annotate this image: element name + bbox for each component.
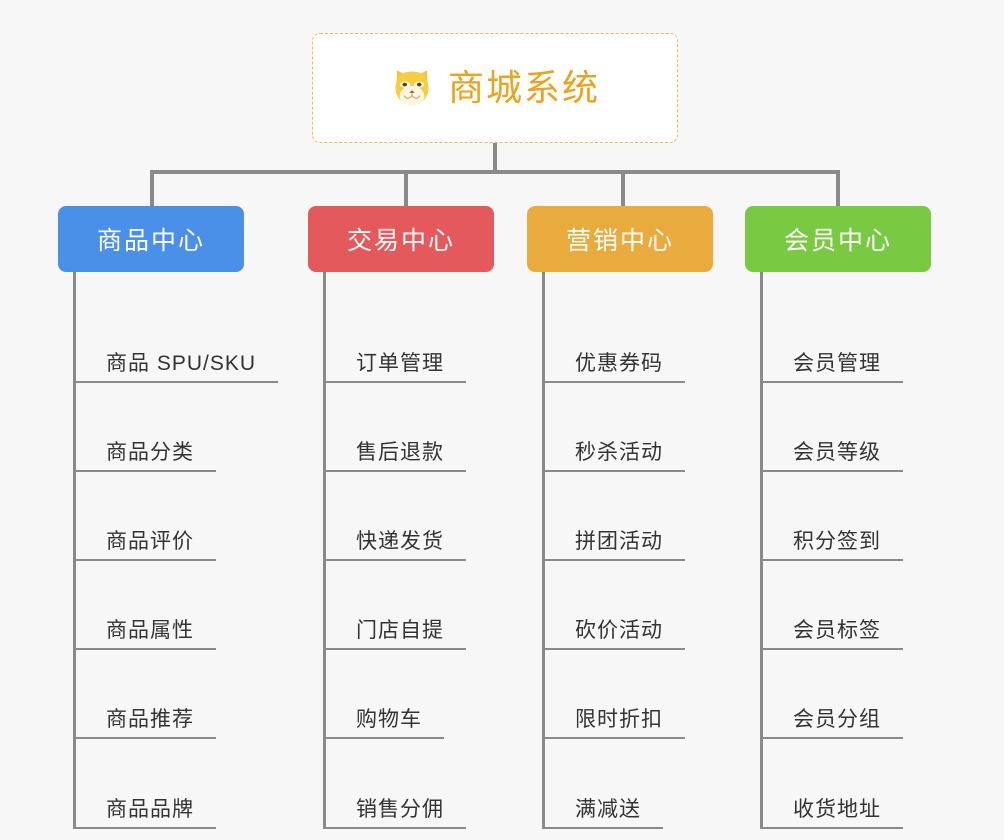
- list-item-label: 限时折扣: [545, 708, 685, 739]
- list-item-label: 销售分佣: [326, 798, 466, 829]
- list-item[interactable]: 拼团活动: [542, 472, 685, 561]
- list-item-label: 拼团活动: [545, 530, 685, 561]
- list-item-label: 商品分类: [76, 441, 216, 472]
- branch-column-product: 商品中心 商品 SPU/SKU 商品分类 商品评价 商品属性 商品推荐 商品品牌: [58, 206, 298, 829]
- connector-stub: [760, 272, 763, 294]
- category-header-trade[interactable]: 交易中心: [308, 206, 494, 272]
- branch-column-marketing: 营销中心 优惠券码 秒杀活动 拼团活动 砍价活动 限时折扣 满减送: [527, 206, 767, 829]
- category-header-marketing[interactable]: 营销中心: [527, 206, 713, 272]
- dog-face-icon: [395, 70, 429, 106]
- connector-drop-1: [150, 170, 154, 206]
- connector-stub: [323, 272, 326, 294]
- connector-stub: [542, 272, 545, 294]
- list-item[interactable]: 砍价活动: [542, 561, 685, 650]
- list-item[interactable]: 会员等级: [760, 383, 903, 472]
- list-item[interactable]: 门店自提: [323, 561, 466, 650]
- list-item[interactable]: 秒杀活动: [542, 383, 685, 472]
- category-header-product[interactable]: 商品中心: [58, 206, 244, 272]
- item-list-member: 会员管理 会员等级 积分签到 会员标签 会员分组 收货地址: [760, 294, 903, 829]
- item-list-trade: 订单管理 售后退款 快递发货 门店自提 购物车 销售分佣: [323, 294, 466, 829]
- connector-horizontal-bus: [150, 170, 840, 174]
- list-item[interactable]: 售后退款: [323, 383, 466, 472]
- connector-root-stem: [493, 143, 497, 172]
- branch-column-member: 会员中心 会员管理 会员等级 积分签到 会员标签 会员分组 收货地址: [745, 206, 985, 829]
- list-item-label: 商品推荐: [76, 708, 216, 739]
- list-item[interactable]: 订单管理: [323, 294, 466, 383]
- list-item[interactable]: 积分签到: [760, 472, 903, 561]
- item-list-product: 商品 SPU/SKU 商品分类 商品评价 商品属性 商品推荐 商品品牌: [73, 294, 279, 829]
- list-item-label: 商品品牌: [76, 798, 216, 829]
- category-header-label: 营销中心: [565, 227, 674, 255]
- list-item-label: 会员管理: [763, 352, 903, 383]
- connector-drop-3: [621, 170, 625, 206]
- list-item[interactable]: 会员管理: [760, 294, 903, 383]
- list-item[interactable]: 销售分佣: [323, 739, 466, 829]
- list-item[interactable]: 优惠券码: [542, 294, 685, 383]
- list-item-label: 门店自提: [326, 619, 466, 650]
- list-item[interactable]: 满减送: [542, 739, 685, 829]
- list-item-label: 商品评价: [76, 530, 216, 561]
- list-item-label: 订单管理: [326, 352, 466, 383]
- root-title: 商城系统: [447, 67, 600, 108]
- branch-column-trade: 交易中心 订单管理 售后退款 快递发货 门店自提 购物车 销售分佣: [308, 206, 548, 829]
- list-item-label: 优惠券码: [545, 352, 685, 383]
- list-item-label: 砍价活动: [545, 619, 685, 650]
- list-item[interactable]: 商品 SPU/SKU: [73, 294, 279, 383]
- list-item[interactable]: 快递发货: [323, 472, 466, 561]
- category-header-label: 会员中心: [783, 227, 892, 255]
- list-item-label: 收货地址: [763, 798, 903, 829]
- root-node[interactable]: 商城系统: [312, 33, 678, 143]
- list-item-label: 会员分组: [763, 708, 903, 739]
- list-item-label: 商品 SPU/SKU: [76, 352, 279, 383]
- list-item[interactable]: 限时折扣: [542, 650, 685, 739]
- list-item[interactable]: 商品品牌: [73, 739, 278, 829]
- list-item-label: 快递发货: [326, 530, 466, 561]
- connector-drop-4: [836, 170, 840, 206]
- list-item-label: 商品属性: [76, 619, 216, 650]
- list-item-label: 满减送: [545, 798, 663, 829]
- list-item-label: 购物车: [326, 708, 444, 739]
- list-item[interactable]: 商品属性: [73, 561, 278, 650]
- list-item-label: 会员标签: [763, 619, 903, 650]
- list-item[interactable]: 购物车: [323, 650, 466, 739]
- list-item[interactable]: 收货地址: [760, 739, 903, 829]
- category-header-label: 交易中心: [346, 227, 455, 255]
- list-item-label: 会员等级: [763, 441, 903, 472]
- category-header-label: 商品中心: [96, 227, 205, 255]
- list-item-label: 售后退款: [326, 441, 466, 472]
- category-header-member[interactable]: 会员中心: [745, 206, 931, 272]
- list-item-label: 秒杀活动: [545, 441, 685, 472]
- list-item[interactable]: 会员标签: [760, 561, 903, 650]
- connector-drop-2: [404, 170, 408, 206]
- list-item[interactable]: 商品评价: [73, 472, 278, 561]
- list-item[interactable]: 商品推荐: [73, 650, 278, 739]
- list-item[interactable]: 商品分类: [73, 383, 278, 472]
- connector-stub: [73, 272, 76, 294]
- list-item-label: 积分签到: [763, 530, 903, 561]
- list-item[interactable]: 会员分组: [760, 650, 903, 739]
- item-list-marketing: 优惠券码 秒杀活动 拼团活动 砍价活动 限时折扣 满减送: [542, 294, 685, 829]
